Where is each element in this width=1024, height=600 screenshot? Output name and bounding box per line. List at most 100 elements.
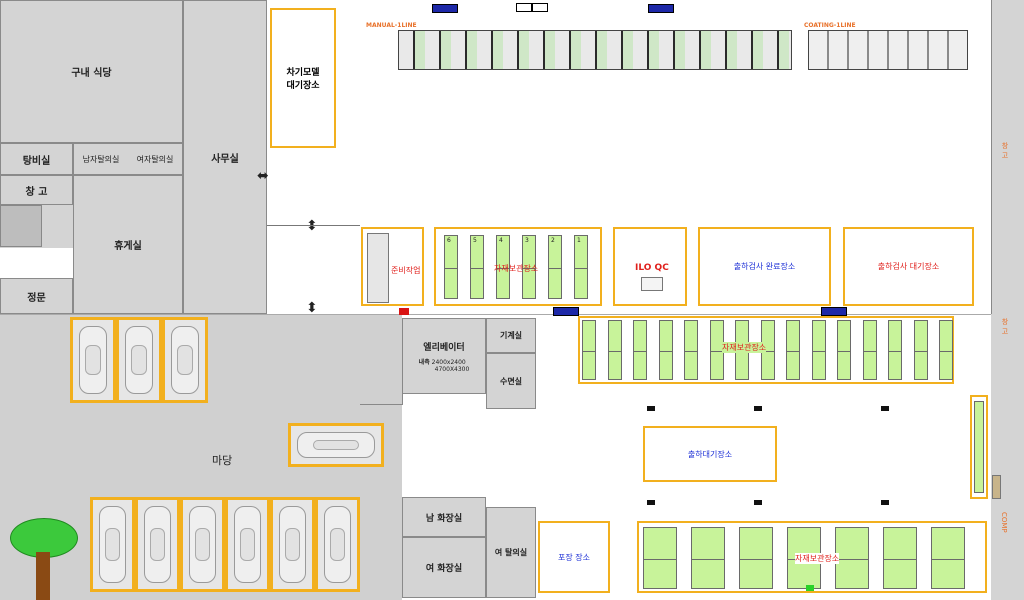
rack-cell bbox=[862, 320, 877, 380]
rack-divider bbox=[445, 268, 457, 269]
room-lockers: 남자탈의실 여자탈의실 bbox=[73, 143, 183, 175]
mens-locker-label: 남자탈의실 bbox=[82, 154, 120, 164]
rack-divider bbox=[659, 351, 672, 352]
car-icon bbox=[125, 326, 153, 394]
rack-divider bbox=[523, 268, 535, 269]
wall-main bbox=[0, 314, 991, 315]
zone-outgoing-done: 출하검사 완료장소 bbox=[698, 227, 831, 306]
rack-cell bbox=[835, 527, 869, 589]
car-icon bbox=[189, 506, 216, 583]
zone-outgoing-wait: 출하검사 대기장소 bbox=[843, 227, 974, 306]
room-main-gate: 정문 bbox=[0, 278, 73, 314]
rack-number: 2 bbox=[551, 237, 555, 244]
door-marker-red bbox=[399, 308, 409, 315]
rack-cell bbox=[931, 527, 965, 589]
rack-divider bbox=[761, 351, 774, 352]
rack-divider bbox=[575, 268, 587, 269]
rack-divider bbox=[863, 351, 876, 352]
rack-divider bbox=[497, 268, 509, 269]
flag-marker bbox=[532, 3, 548, 12]
parking-slot bbox=[70, 317, 116, 403]
wall-label-warehouse-2: 창 고 bbox=[1001, 318, 1009, 335]
zone-shipping-wait: 출하대기장소 bbox=[643, 426, 777, 482]
rack-divider bbox=[836, 559, 868, 560]
rack-cell bbox=[913, 320, 928, 380]
zone-packing: 포장 장소 bbox=[538, 521, 610, 593]
rack-divider bbox=[685, 351, 697, 352]
rack-number: 6 bbox=[447, 237, 451, 244]
rack-divider bbox=[787, 351, 799, 352]
room-nap: 수면실 bbox=[486, 353, 536, 409]
right-lower-strip bbox=[991, 314, 1024, 600]
room-office: 사무실 bbox=[183, 0, 267, 314]
car-icon bbox=[144, 506, 171, 583]
rack-divider bbox=[889, 351, 901, 352]
wall-corridor bbox=[267, 225, 360, 226]
yard-label: 마당 bbox=[212, 454, 233, 467]
parking-slot bbox=[135, 497, 180, 592]
room-lounge: 휴게실 bbox=[73, 175, 183, 314]
rack-cell bbox=[786, 320, 800, 380]
arrow-icon-v2: ⬍ bbox=[306, 300, 318, 316]
flag-marker bbox=[516, 3, 532, 12]
flag-marker bbox=[821, 307, 847, 316]
material-storage-1-label: 자재보관장소 bbox=[494, 264, 539, 273]
manual-line-machine bbox=[398, 30, 792, 70]
elevator-label: 엘리베이터 bbox=[423, 342, 465, 353]
floor-marker bbox=[881, 500, 889, 505]
door-marker-green bbox=[806, 585, 814, 591]
zone-ilo-qc: ILO QC bbox=[613, 227, 687, 306]
floor-marker bbox=[647, 406, 655, 411]
room-cafeteria: 구내 식당 bbox=[0, 0, 183, 143]
tree-icon bbox=[10, 518, 78, 600]
parking-slot bbox=[162, 317, 208, 403]
outgoing-wait-label: 출하검사 대기장소 bbox=[877, 262, 940, 271]
prep-equipment bbox=[367, 233, 389, 303]
rack-cell bbox=[633, 320, 647, 380]
rack-divider bbox=[812, 351, 825, 352]
rack-divider bbox=[884, 559, 916, 560]
parking-slot bbox=[116, 317, 162, 403]
room-womens-restroom: 여 화장실 bbox=[402, 537, 486, 598]
line-label-manual: MANUAL-1LINE bbox=[366, 22, 417, 29]
arrow-icon-h: ⬌ bbox=[257, 168, 269, 184]
arrow-icon-v1: ⬍ bbox=[306, 218, 318, 234]
room-small-left bbox=[0, 205, 42, 247]
rack-divider bbox=[914, 351, 927, 352]
prep-work-label: 준비작업 bbox=[391, 266, 421, 275]
floor-marker bbox=[647, 500, 655, 505]
outgoing-done-label: 출하검사 완료장소 bbox=[733, 262, 796, 271]
parking-slot bbox=[315, 497, 360, 592]
rack-cell bbox=[684, 320, 698, 380]
packing-label: 포장 장소 bbox=[558, 552, 590, 562]
wall-service bbox=[360, 318, 403, 405]
car-icon bbox=[171, 326, 199, 394]
rack-divider bbox=[932, 559, 964, 560]
rack-divider bbox=[549, 268, 561, 269]
wall-label-comp: COMP bbox=[1000, 512, 1008, 533]
parking-slot bbox=[90, 497, 135, 592]
rack-cell: 5 bbox=[470, 235, 484, 299]
gate-opening bbox=[0, 248, 73, 278]
room-water: 탕비실 bbox=[0, 143, 73, 175]
line-label-coating: COATING-1LINE bbox=[804, 22, 856, 29]
rack-number: 1 bbox=[577, 237, 581, 244]
tree-trunk bbox=[36, 552, 50, 600]
flag-marker bbox=[553, 307, 579, 316]
rack-divider bbox=[710, 351, 723, 352]
zone-material-storage-3: 자재보관장소 bbox=[637, 521, 987, 593]
rack-divider bbox=[838, 351, 850, 352]
rack-cell: 2 bbox=[548, 235, 562, 299]
rack-cell: 6 bbox=[444, 235, 458, 299]
ilo-qc-label: ILO QC bbox=[635, 263, 669, 273]
rack-cell bbox=[939, 320, 953, 380]
rack-divider bbox=[634, 351, 646, 352]
parking-slot-side bbox=[288, 423, 384, 467]
material-storage-3-label: 자재보관장소 bbox=[795, 553, 840, 564]
comp-unit bbox=[992, 475, 1001, 499]
rack-divider bbox=[471, 268, 483, 269]
elevator-dims: 내측 2400x2400 4700X4300 bbox=[418, 358, 470, 373]
floor-marker bbox=[881, 406, 889, 411]
